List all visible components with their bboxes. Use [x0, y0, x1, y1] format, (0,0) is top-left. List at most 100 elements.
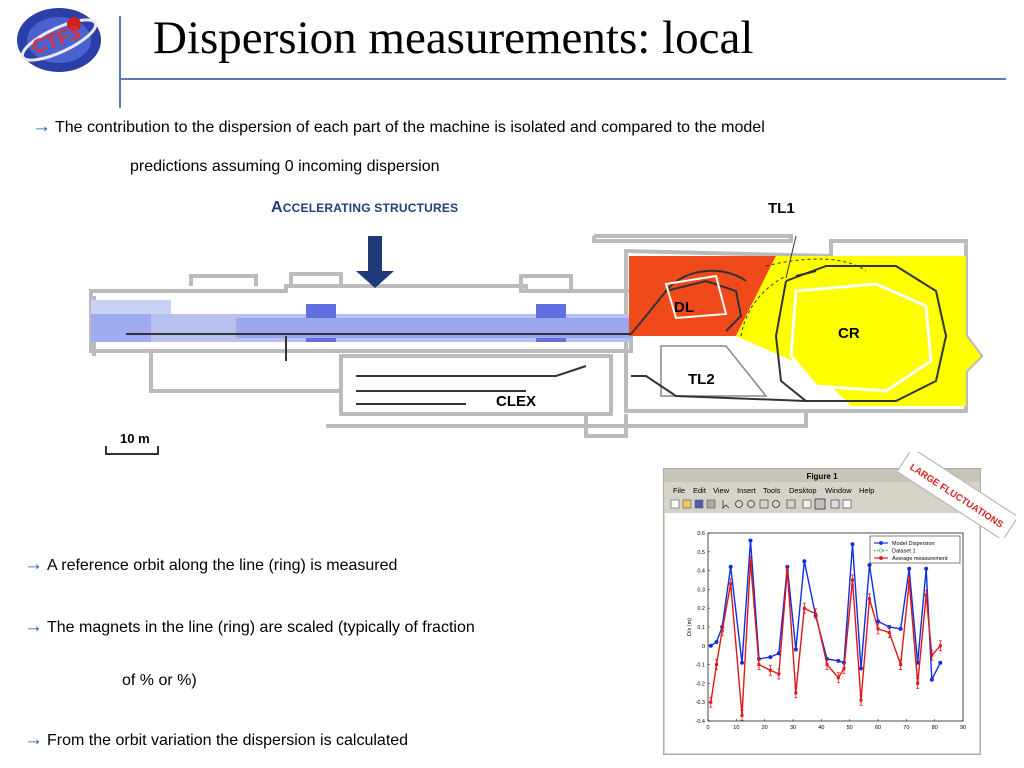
zoom-out-icon[interactable] — [747, 500, 755, 508]
y-tick-label: -0.3 — [696, 700, 705, 706]
matlab-figure-window: Figure 1 File Edit View Insert Tools Des… — [663, 468, 981, 755]
scale-bar: 10 m — [105, 431, 159, 455]
y-axis-label: D/x (m) — [687, 618, 693, 636]
x-tick-label: 90 — [960, 725, 966, 731]
tl2-label: TL2 — [688, 371, 715, 388]
arrow-icon: → — [32, 116, 51, 137]
cr-label: CR — [838, 325, 860, 342]
bullet-2-text: A reference orbit along the line (ring) … — [47, 557, 398, 574]
menu-edit[interactable]: Edit — [693, 486, 707, 495]
bullet-2: →A reference orbit along the line (ring)… — [24, 554, 397, 577]
bullet-3-line-2: of % or %) — [122, 672, 197, 689]
scale-label: 10 m — [120, 431, 150, 446]
data-point — [768, 655, 773, 660]
data-point — [842, 666, 846, 670]
slide-title: Dispersion measurements: local — [153, 12, 754, 64]
data-point — [757, 663, 761, 667]
data-point — [715, 663, 718, 667]
y-tick-label: 0.4 — [697, 569, 705, 575]
ctf3-logo: CTF3 — [17, 8, 101, 72]
data-point — [938, 644, 942, 648]
data-point — [768, 668, 772, 672]
data-point — [740, 713, 744, 717]
rotate-icon[interactable] — [772, 500, 780, 508]
data-point — [836, 658, 841, 663]
menu-window[interactable]: Window — [825, 486, 852, 495]
arrow-icon: → — [24, 616, 43, 637]
data-point — [777, 672, 781, 676]
data-point — [793, 647, 798, 652]
y-tick-label: 0.1 — [697, 625, 705, 631]
data-point — [709, 700, 713, 704]
facility-layout-diagram: DL CR TL2 CLEX TL1 10 m — [89, 200, 984, 455]
open-file-icon[interactable] — [682, 499, 692, 509]
menu-desktop[interactable]: Desktop — [789, 486, 817, 495]
data-point — [850, 542, 855, 547]
print-icon[interactable] — [706, 499, 716, 509]
arrow-icon: → — [24, 729, 43, 750]
data-point — [720, 629, 724, 633]
data-point — [802, 606, 806, 610]
data-point — [851, 578, 854, 582]
y-tick-label: -0.4 — [696, 719, 705, 725]
figure-menu-bar: File Edit View Insert Tools Desktop Wind… — [673, 486, 874, 495]
menu-view[interactable]: View — [713, 486, 730, 495]
legend-marker — [879, 548, 883, 553]
data-point — [785, 569, 789, 573]
pan-icon[interactable] — [759, 499, 769, 509]
menu-help[interactable]: Help — [859, 486, 874, 495]
accelerating-rest: CCELERATING STRUCTURES — [282, 201, 459, 215]
legend-entry: Dataset 1 — [892, 549, 916, 555]
large-fluctuations-callout: LARGE FLUCTUATIONS — [898, 452, 1016, 538]
show-tools-icon[interactable] — [842, 499, 852, 509]
data-point — [794, 691, 798, 695]
x-tick-label: 0 — [706, 725, 709, 731]
y-tick-label: 0.3 — [697, 587, 705, 593]
data-point — [836, 676, 840, 680]
title-horizontal-rule — [120, 78, 1006, 80]
x-tick-label: 60 — [875, 725, 881, 731]
save-icon[interactable] — [694, 499, 704, 509]
data-point — [859, 698, 863, 702]
large-fluctuations-text: LARGE FLUCTUATIONS — [907, 462, 1004, 531]
tl1-label: TL1 — [768, 200, 795, 217]
data-point — [867, 562, 872, 567]
bullet-1-line-1: The contribution to the dispersion of ea… — [55, 119, 765, 136]
y-tick-label: 0.6 — [697, 531, 705, 537]
data-point — [814, 612, 818, 616]
data-point — [898, 626, 903, 631]
x-tick-label: 20 — [762, 725, 768, 731]
figure-toolbar — [670, 498, 852, 510]
data-point — [876, 619, 880, 624]
colorbar-icon[interactable] — [802, 499, 812, 509]
zoom-in-icon[interactable] — [735, 500, 743, 508]
data-cursor-icon[interactable] — [786, 499, 796, 509]
new-file-icon[interactable] — [670, 499, 680, 509]
x-tick-label: 80 — [932, 725, 938, 731]
menu-insert[interactable]: Insert — [737, 486, 757, 495]
x-tick-label: 70 — [903, 725, 909, 731]
data-point — [907, 580, 911, 584]
data-point — [748, 538, 753, 543]
data-point — [924, 566, 929, 571]
menu-file[interactable]: File — [673, 486, 685, 495]
menu-tools[interactable]: Tools — [763, 486, 781, 495]
x-tick-label: 10 — [733, 725, 739, 731]
data-point — [899, 663, 903, 667]
data-point — [930, 653, 934, 657]
x-tick-label: 50 — [847, 725, 853, 731]
figure-window-title: Figure 1 — [806, 472, 838, 481]
y-tick-label: -0.1 — [696, 663, 705, 669]
bullet-4: →From the orbit variation the dispersion… — [24, 729, 408, 752]
hide-tools-icon[interactable] — [830, 499, 840, 509]
pointer-icon[interactable] — [722, 500, 730, 509]
legend-entry: Model Dispersion — [892, 541, 935, 547]
data-point — [868, 597, 871, 601]
legend-icon[interactable] — [814, 498, 826, 510]
legend-marker — [879, 556, 883, 560]
bullet-3-line-1: The magnets in the line (ring) are scale… — [47, 619, 475, 636]
accelerating-structures-arrow-icon — [356, 236, 394, 288]
bullet-1-line-2: predictions assuming 0 incoming dispersi… — [130, 158, 440, 175]
y-tick-label: -0.2 — [696, 681, 705, 687]
bullet-4-text: From the orbit variation the dispersion … — [47, 732, 409, 749]
